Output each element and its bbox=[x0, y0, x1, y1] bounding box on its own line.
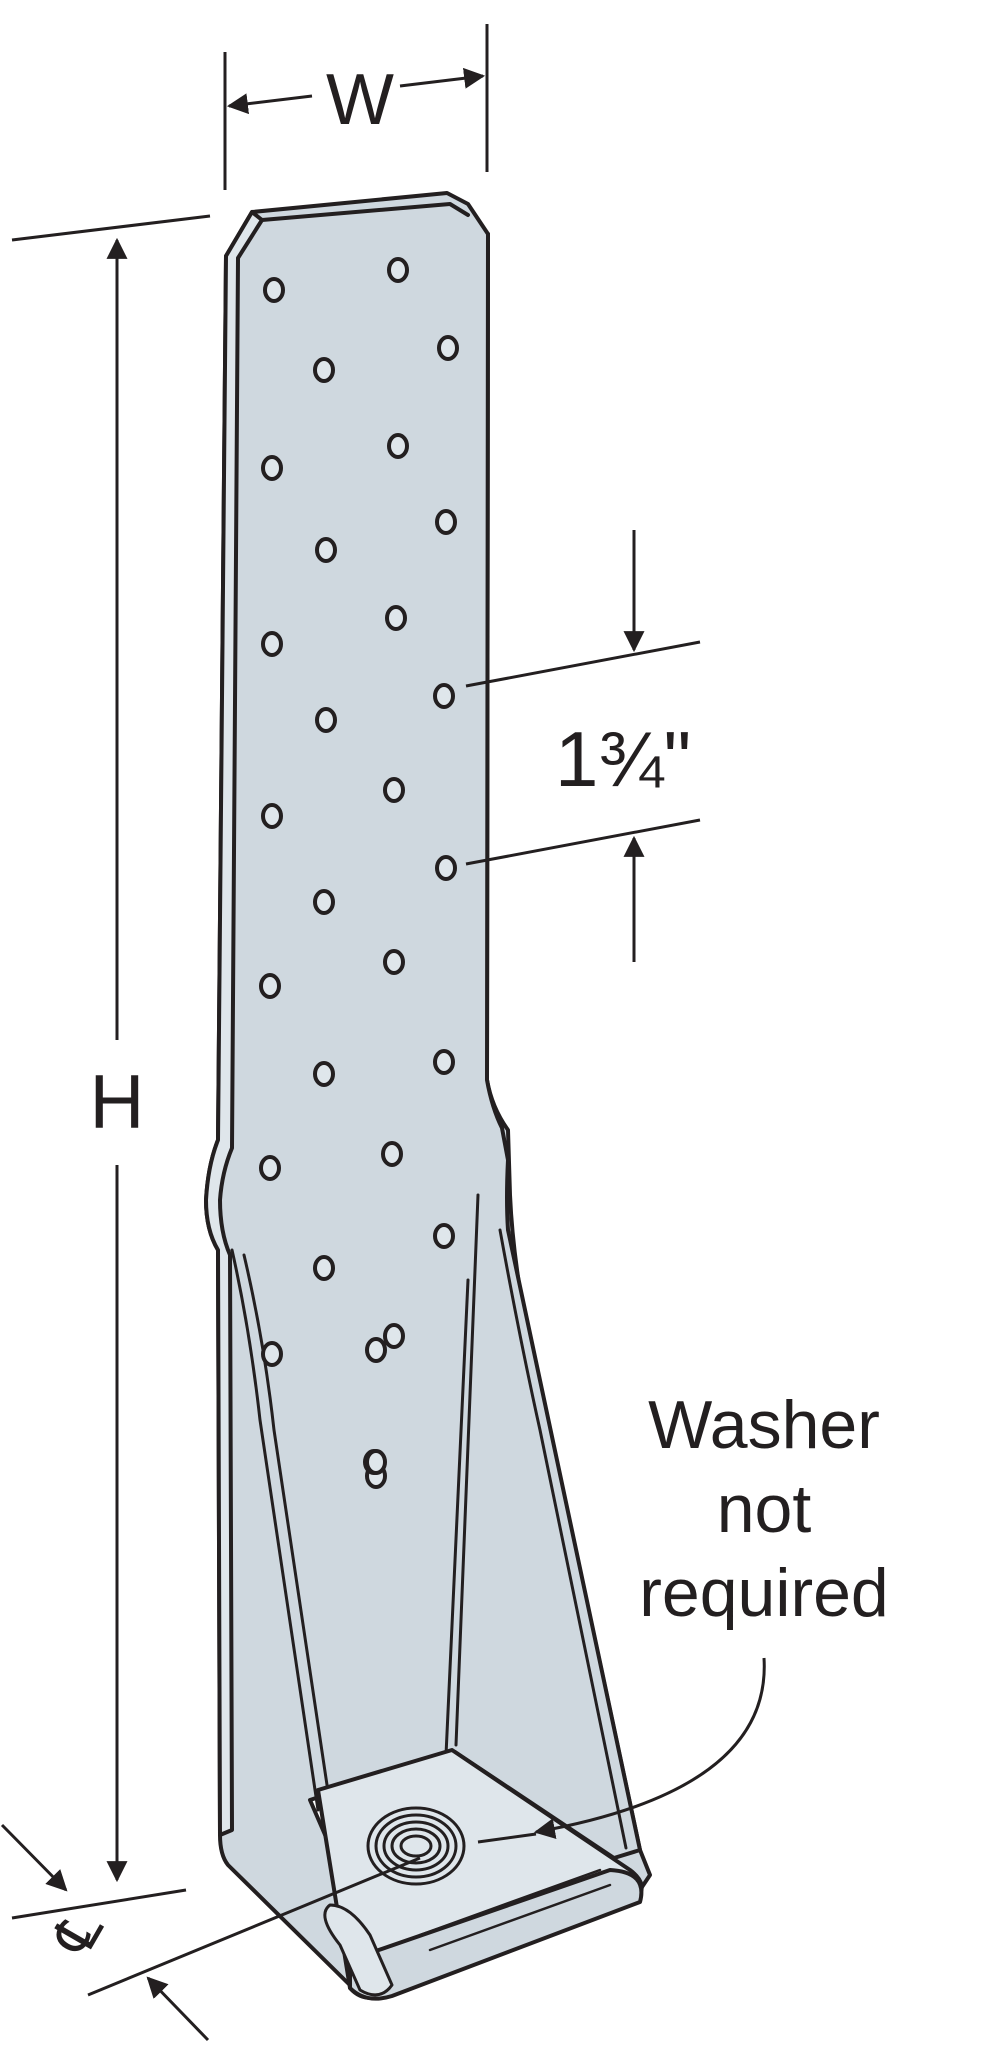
callout-leader-tail bbox=[477, 1832, 537, 1844]
spacing-dimension bbox=[465, 530, 701, 962]
width-dimension bbox=[223, 24, 489, 190]
nail-holes bbox=[259, 257, 459, 1489]
spacing-label: 1¾" bbox=[555, 715, 691, 803]
spacing-extension-bottom bbox=[465, 818, 701, 866]
nail-hole bbox=[261, 631, 283, 657]
centerline-arrow-top bbox=[0, 1823, 68, 1892]
nail-hole bbox=[433, 1223, 455, 1249]
nail-hole bbox=[315, 537, 337, 563]
nail-hole bbox=[313, 1255, 335, 1281]
nail-hole bbox=[387, 433, 409, 459]
anchor-hole bbox=[366, 1806, 466, 1886]
nail-hole bbox=[263, 277, 285, 303]
spacing-unit: " bbox=[663, 715, 691, 803]
spacing-fraction: ¾ bbox=[598, 715, 664, 803]
height-label: H bbox=[90, 1060, 145, 1145]
top-fold bbox=[260, 202, 470, 222]
nail-hole bbox=[435, 855, 457, 881]
width-arrow-right bbox=[399, 67, 486, 89]
nail-hole bbox=[383, 949, 405, 975]
nail-hole bbox=[313, 889, 335, 915]
nail-hole bbox=[381, 1141, 403, 1167]
centerline-extension bbox=[87, 1856, 421, 1997]
height-extension-top bbox=[11, 214, 211, 242]
nail-hole bbox=[315, 707, 337, 733]
note-line-1: Washer bbox=[648, 1387, 880, 1463]
spacing-extension-top bbox=[465, 640, 701, 688]
note-line-2: not bbox=[717, 1471, 812, 1547]
nail-hole bbox=[313, 1061, 335, 1087]
width-label: W bbox=[326, 60, 394, 140]
centerline-dimension bbox=[0, 1823, 421, 2042]
bottom-roll bbox=[323, 1903, 394, 1997]
nail-hole bbox=[313, 357, 335, 383]
nail-hole bbox=[365, 1337, 387, 1363]
nail-hole bbox=[387, 257, 409, 283]
width-arrow-left bbox=[226, 93, 313, 115]
callout-leader-arrow bbox=[533, 1657, 766, 1840]
height-extension-bottom bbox=[11, 1888, 187, 1920]
nail-hole bbox=[259, 1155, 281, 1181]
seat-lip-line-1 bbox=[418, 1868, 602, 1937]
seat-lip-line-2 bbox=[428, 1883, 612, 1952]
height-dimension bbox=[11, 214, 211, 1920]
nail-hole bbox=[383, 1323, 405, 1349]
side-plate-right bbox=[498, 1228, 628, 1850]
spacing-whole: 1 bbox=[555, 715, 598, 803]
nail-hole bbox=[383, 777, 405, 803]
gusset-line bbox=[444, 1193, 480, 1757]
nail-hole bbox=[435, 509, 457, 535]
nail-hole bbox=[261, 803, 283, 829]
note-line-3: required bbox=[639, 1555, 889, 1631]
nail-hole bbox=[365, 1449, 387, 1475]
nail-hole bbox=[261, 1341, 283, 1367]
nail-hole bbox=[433, 683, 455, 709]
hold-down-bracket bbox=[204, 191, 652, 2001]
nail-hole bbox=[261, 455, 283, 481]
seat-front-lip bbox=[348, 1868, 644, 2001]
centerline-arrow-bottom bbox=[146, 1976, 210, 2042]
left-edge-return bbox=[204, 210, 264, 1837]
washer-callout: Washer not required bbox=[477, 1387, 889, 1844]
nail-hole bbox=[259, 973, 281, 999]
nail-hole bbox=[385, 605, 407, 631]
nail-hole bbox=[437, 335, 459, 361]
nail-hole bbox=[433, 1049, 455, 1075]
